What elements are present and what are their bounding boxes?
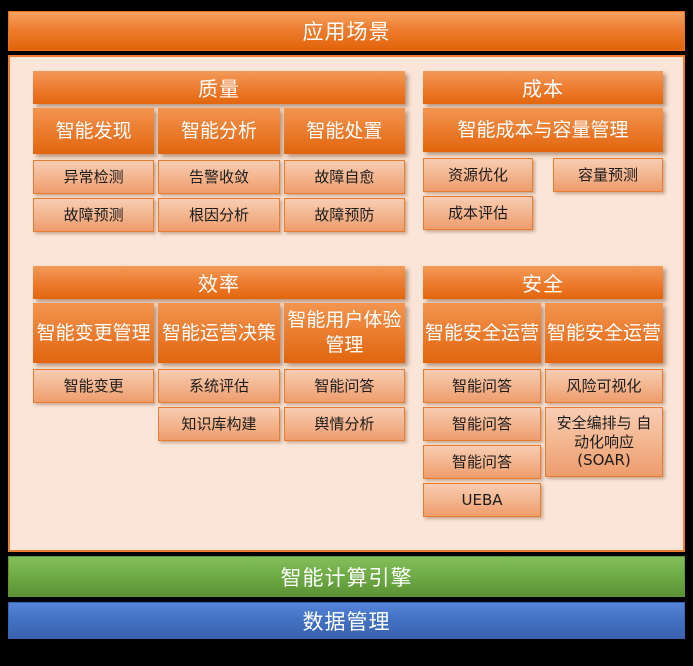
item-intelligent-qa: 智能问答 bbox=[283, 369, 405, 403]
handling-items: 故障自愈 故障预防 bbox=[283, 160, 405, 232]
item-knowledge-base-construction: 知识库构建 bbox=[158, 407, 280, 441]
item-capacity-forecast: 容量预测 bbox=[553, 158, 663, 192]
item-alarm-convergence: 告警收敛 bbox=[158, 160, 280, 194]
quality-title: 质量 bbox=[33, 71, 405, 104]
intelligent-security-ops-header-left: 智能安全运营 bbox=[423, 303, 541, 363]
security-column-headers: 智能安全运营 智能安全运营 bbox=[423, 303, 663, 363]
intelligent-handling-header: 智能处置 bbox=[283, 108, 405, 154]
item-soar: 安全编排与 自动化响应 (SOAR) bbox=[545, 407, 663, 477]
efficiency-title: 效率 bbox=[33, 266, 405, 299]
item-fault-prevention: 故障预防 bbox=[283, 198, 405, 232]
cost-title: 成本 bbox=[423, 71, 663, 104]
item-intelligent-qa-2: 智能问答 bbox=[423, 407, 541, 441]
cost-items-left: 资源优化 成本评估 bbox=[423, 158, 533, 230]
quality-section: 质量 智能发现 智能分析 智能处置 异常检测 故障预测 告警收敛 根因分析 故障… bbox=[33, 71, 405, 232]
item-intelligent-qa-1: 智能问答 bbox=[423, 369, 541, 403]
item-intelligent-qa-3: 智能问答 bbox=[423, 445, 541, 479]
item-fault-prediction: 故障预测 bbox=[33, 198, 155, 232]
intelligent-analysis-header: 智能分析 bbox=[158, 108, 280, 154]
cost-section: 成本 智能成本与容量管理 资源优化 成本评估 容量预测 bbox=[423, 71, 663, 230]
analysis-items: 告警收敛 根因分析 bbox=[158, 160, 280, 232]
security-section: 安全 智能安全运营 智能安全运营 智能问答 智能问答 智能问答 UEBA 风险可… bbox=[423, 266, 663, 517]
intelligent-change-mgmt-header: 智能变更管理 bbox=[33, 303, 155, 363]
compute-engine-banner: 智能计算引擎 bbox=[8, 556, 685, 597]
item-anomaly-detection: 异常检测 bbox=[33, 160, 155, 194]
security-title: 安全 bbox=[423, 266, 663, 299]
efficiency-column-headers: 智能变更管理 智能运营决策 智能用户体验管理 bbox=[33, 303, 405, 363]
security-ops-items-left: 智能问答 智能问答 智能问答 UEBA bbox=[423, 369, 541, 517]
item-system-evaluation: 系统评估 bbox=[158, 369, 280, 403]
intelligent-ops-decision-header: 智能运营决策 bbox=[158, 303, 280, 363]
cost-items-grid: 资源优化 成本评估 容量预测 bbox=[423, 158, 663, 230]
cost-capacity-management-header: 智能成本与容量管理 bbox=[423, 108, 663, 152]
intelligent-discovery-header: 智能发现 bbox=[33, 108, 155, 154]
cost-items-right: 容量预测 bbox=[553, 158, 663, 230]
security-items-grid: 智能问答 智能问答 智能问答 UEBA 风险可视化 安全编排与 自动化响应 (S… bbox=[423, 363, 663, 517]
item-root-cause-analysis: 根因分析 bbox=[158, 198, 280, 232]
change-mgmt-items: 智能变更 bbox=[33, 369, 155, 441]
item-sentiment-analysis: 舆情分析 bbox=[283, 407, 405, 441]
item-ueba: UEBA bbox=[423, 483, 541, 517]
quality-column-headers: 智能发现 智能分析 智能处置 bbox=[33, 108, 405, 154]
data-management-banner: 数据管理 bbox=[8, 602, 685, 639]
security-ops-items-right: 风险可视化 安全编排与 自动化响应 (SOAR) bbox=[545, 369, 663, 517]
quality-items-grid: 异常检测 故障预测 告警收敛 根因分析 故障自愈 故障预防 bbox=[33, 154, 405, 232]
intelligent-ux-mgmt-header: 智能用户体验管理 bbox=[283, 303, 405, 363]
app-scenarios-banner: 应用场景 bbox=[8, 11, 685, 51]
discovery-items: 异常检测 故障预测 bbox=[33, 160, 155, 232]
item-intelligent-change: 智能变更 bbox=[33, 369, 155, 403]
content-area: 质量 智能发现 智能分析 智能处置 异常检测 故障预测 告警收敛 根因分析 故障… bbox=[8, 55, 685, 552]
ux-mgmt-items: 智能问答 舆情分析 bbox=[283, 369, 405, 441]
item-cost-evaluation: 成本评估 bbox=[423, 196, 533, 230]
item-fault-self-healing: 故障自愈 bbox=[283, 160, 405, 194]
efficiency-items-grid: 智能变更 系统评估 知识库构建 智能问答 舆情分析 bbox=[33, 363, 405, 441]
intelligent-security-ops-header-right: 智能安全运营 bbox=[545, 303, 663, 363]
ops-decision-items: 系统评估 知识库构建 bbox=[158, 369, 280, 441]
item-risk-visualization: 风险可视化 bbox=[545, 369, 663, 403]
efficiency-section: 效率 智能变更管理 智能运营决策 智能用户体验管理 智能变更 系统评估 知识库构… bbox=[33, 266, 405, 441]
item-resource-optimization: 资源优化 bbox=[423, 158, 533, 192]
